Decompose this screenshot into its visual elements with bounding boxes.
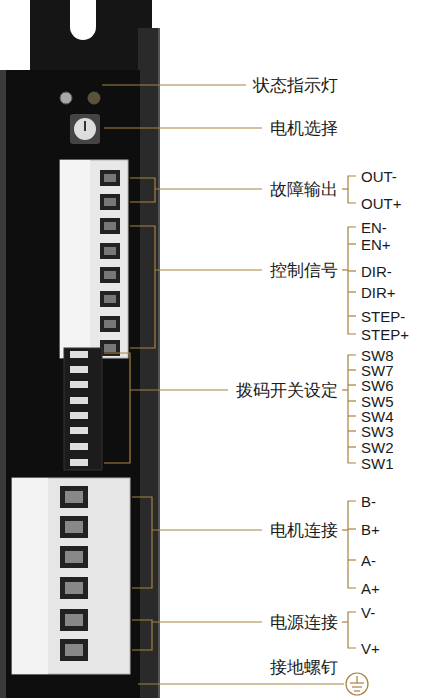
power-connector (12, 478, 130, 674)
callout-label: 电机连接 (270, 522, 338, 539)
pin-label: SW8 (361, 348, 394, 363)
callout-label: 拨码开关设定 (236, 382, 338, 399)
pin-label: SW1 (361, 456, 394, 471)
connector-face (60, 160, 90, 358)
mount-slot (70, 0, 96, 40)
pin-label: A+ (361, 581, 380, 596)
pin-label: SW2 (361, 440, 394, 455)
status-led (88, 92, 100, 104)
callout-label: 电机选择 (270, 120, 338, 137)
dip-toggles (70, 351, 88, 466)
rotary-pointer (84, 121, 86, 131)
rotary-switch (70, 114, 100, 144)
signal-connector (60, 160, 128, 358)
callout-label: 控制信号 (270, 262, 338, 279)
pin-label: DIR- (361, 264, 392, 279)
pin-label: A- (361, 553, 376, 568)
pin-label: B- (361, 494, 376, 509)
ground-symbol (346, 673, 368, 695)
connector-face (12, 478, 48, 674)
pin-label: SW7 (361, 363, 394, 378)
leader-lines (102, 85, 356, 684)
status-led (60, 92, 72, 104)
panel-edge (0, 70, 6, 698)
pin-label: V- (361, 605, 375, 620)
pin-label: EN+ (361, 237, 391, 252)
pin-label: DIR+ (361, 285, 396, 300)
pin-label: V+ (361, 641, 380, 656)
pin-label: SW3 (361, 424, 394, 439)
pin-label: STEP+ (361, 327, 409, 342)
rotary-dial (74, 118, 96, 140)
callout-label: 状态指示灯 (253, 77, 338, 94)
pin-label: SW5 (361, 394, 394, 409)
terminal-holes (60, 486, 88, 661)
pin-label: OUT+ (361, 196, 401, 211)
pin-label: SW6 (361, 378, 394, 393)
pin-label: SW4 (361, 409, 394, 424)
pin-label: STEP- (361, 309, 405, 324)
callout-label: 电源连接 (270, 614, 338, 631)
callout-label: 故障输出 (270, 181, 338, 198)
pin-label: OUT- (361, 169, 397, 184)
front-panel (0, 70, 140, 698)
terminal-holes (100, 170, 120, 356)
dip-switch (64, 348, 102, 470)
pin-label: EN- (361, 220, 387, 235)
callout-label: 接地螺钉 (270, 659, 338, 676)
pin-label: B+ (361, 522, 380, 537)
